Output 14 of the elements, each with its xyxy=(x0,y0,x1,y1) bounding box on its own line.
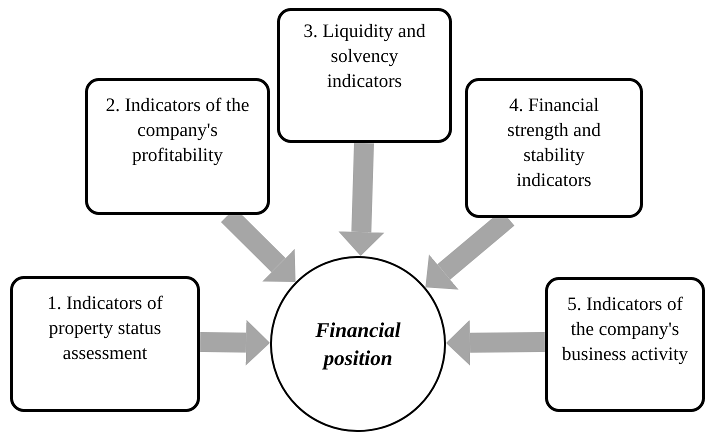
node-label: Financial position xyxy=(314,317,402,372)
box-label: 1. Indicators of property status assessment xyxy=(46,292,164,366)
box-label: 4. Financial strength and stability indicators xyxy=(506,94,602,193)
box-label: 3. Liquidity and solvency indicators xyxy=(302,20,426,94)
box-label: 5. Indicators of the company's business activity xyxy=(560,293,690,367)
block-arrow xyxy=(200,320,270,366)
text-box xyxy=(277,8,452,143)
text-box xyxy=(465,78,643,218)
text-box xyxy=(85,78,270,215)
block-arrow xyxy=(446,320,546,366)
text-box xyxy=(545,277,705,412)
text-box xyxy=(10,276,200,412)
box-label: 2. Indicators of the company's profitability xyxy=(104,94,250,168)
block-arrow xyxy=(338,142,384,256)
